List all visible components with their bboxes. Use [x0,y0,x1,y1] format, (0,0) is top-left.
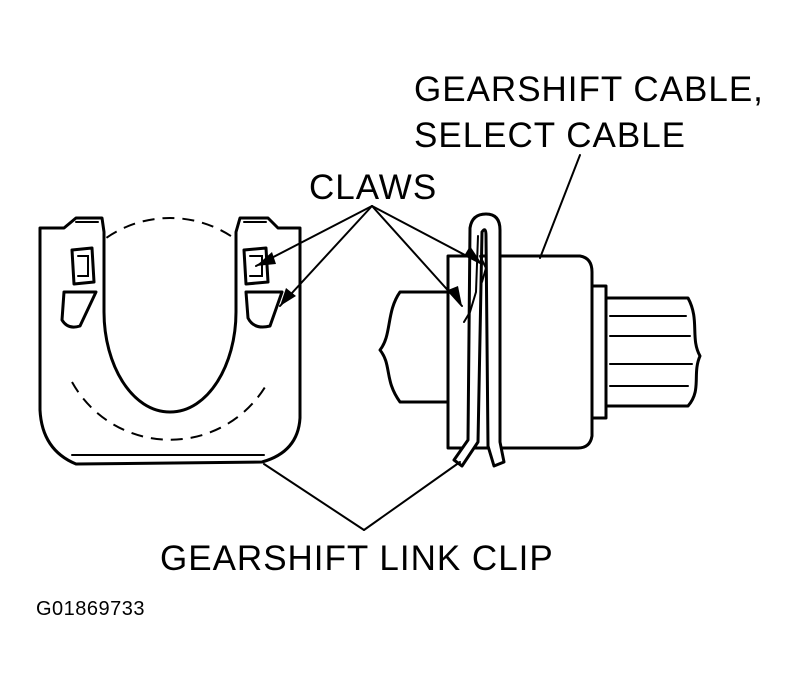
figure-id: G01869733 [36,598,146,620]
clip-face-view [38,216,302,466]
leader-clip-left [263,463,365,531]
leader-claws-3 [371,205,483,265]
label-claws: CLAWS [309,168,438,207]
label-gearshift-cable: GEARSHIFT CABLE, [414,70,764,109]
cable-side-view [378,212,702,468]
left-claw-window [70,246,96,286]
arrowhead-claw-3 [464,246,482,264]
leader-cable [539,154,581,259]
right-claw [244,290,284,329]
right-claw-window-inner [249,255,263,277]
arrowhead-claw-2 [280,288,296,306]
clip-side-profile [452,212,506,468]
leader-clip-right [363,461,461,531]
clip-side-claw-upper [479,255,488,283]
cable-conduit [604,296,702,408]
cable-end-cylinder [446,254,594,450]
cylinder-step [590,284,608,420]
right-claw-window [242,246,270,286]
clip-side-spring [463,235,479,323]
leader-claws-2 [279,205,373,307]
arrowhead-claw-4 [448,286,462,306]
leader-lines [255,154,581,531]
label-gearshift-link-clip: GEARSHIFT LINK CLIP [160,539,554,578]
clip-body-outline [38,216,302,466]
left-claw-window-inner [77,255,89,277]
left-claw [60,290,98,329]
leader-claws-1 [255,205,373,267]
arrowhead-claw-1 [256,252,276,266]
label-select-cable: SELECT CABLE [414,116,687,155]
leader-claws-4 [371,205,463,307]
shaft-left-stub [378,290,454,404]
hidden-circle-through-body [71,381,269,441]
